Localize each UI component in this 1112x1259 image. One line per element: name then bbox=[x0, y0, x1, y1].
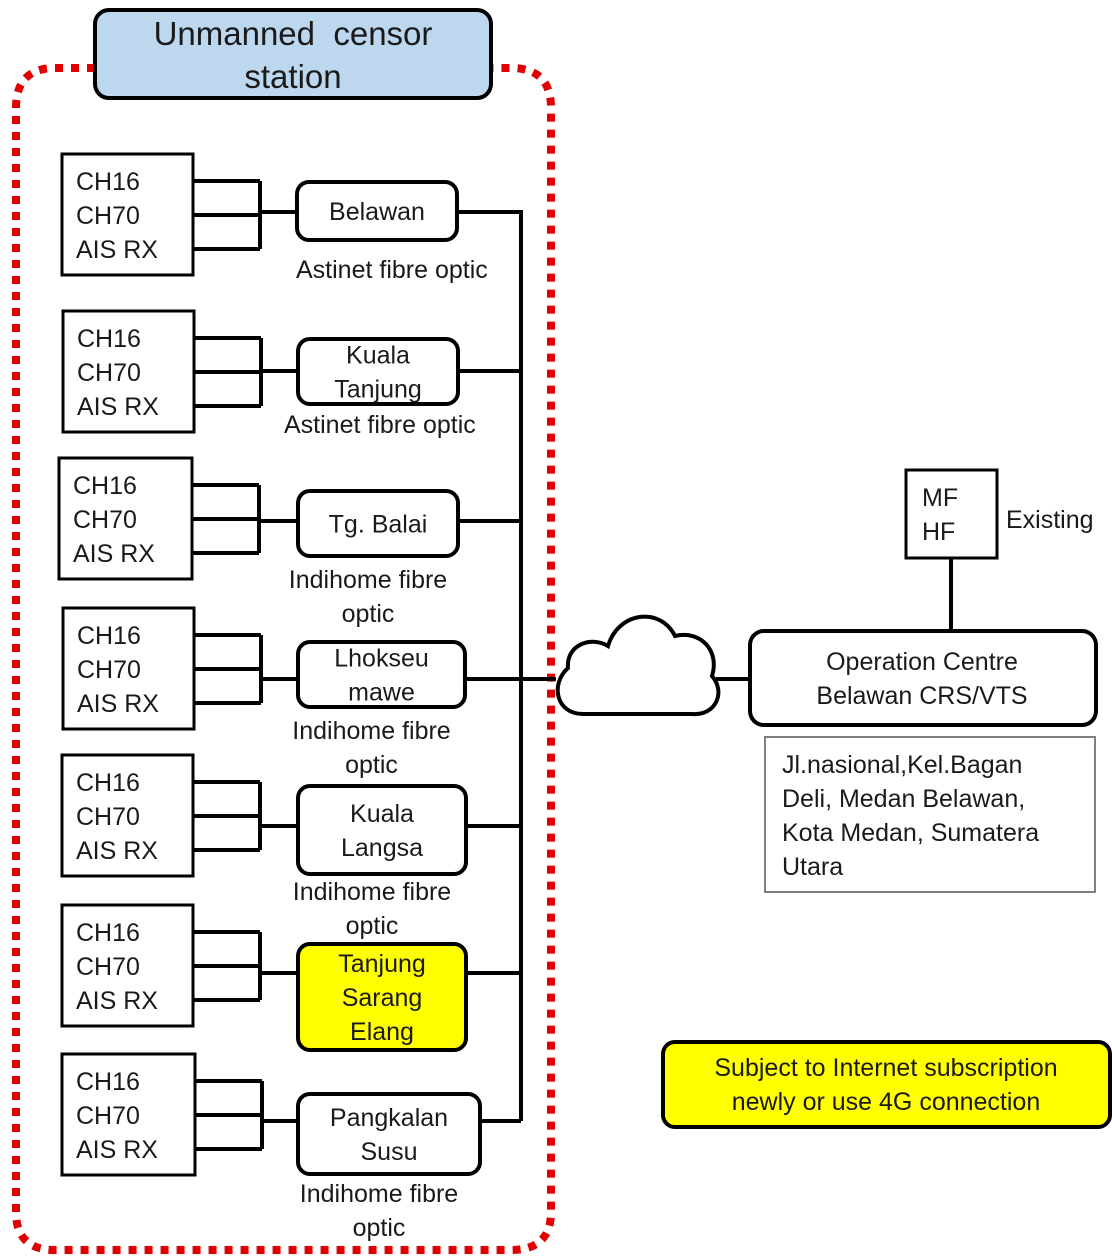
subscription-note: Subject to Internet subscription newly o… bbox=[661, 1040, 1112, 1129]
operation-centre: Operation Centre Belawan CRS/VTS bbox=[748, 629, 1098, 727]
address-line-2: Deli, Medan Belawan, bbox=[782, 785, 1025, 813]
header-box bbox=[93, 8, 493, 100]
station-name: Tanjung bbox=[334, 376, 422, 404]
station-name: mawe bbox=[348, 679, 415, 707]
channel-label: AIS RX bbox=[76, 1136, 158, 1164]
unmanned-station-header: Unmanned censor station bbox=[93, 8, 493, 100]
channel-label: CH16 bbox=[76, 919, 140, 947]
station-name: Lhokseu bbox=[334, 645, 429, 673]
mf-label: MF bbox=[922, 484, 958, 512]
station-name: Elang bbox=[350, 1018, 414, 1046]
channel-label: CH16 bbox=[76, 769, 140, 797]
channel-label: AIS RX bbox=[77, 690, 159, 718]
station-box bbox=[296, 942, 468, 1052]
channel-label: CH70 bbox=[76, 1102, 140, 1130]
channel-label: CH70 bbox=[76, 953, 140, 981]
internet-cloud-icon bbox=[555, 614, 721, 717]
station-name: Langsa bbox=[341, 834, 423, 862]
address-line-1: Jl.nasional,Kel.Bagan bbox=[782, 751, 1022, 779]
station-name: Kuala bbox=[346, 342, 410, 370]
address-line-4: Utara bbox=[782, 853, 843, 881]
channel-label: CH16 bbox=[76, 168, 140, 196]
note-box bbox=[661, 1040, 1112, 1129]
channel-label: AIS RX bbox=[73, 540, 155, 568]
link-type-label: Astinet fibre optic bbox=[284, 411, 476, 439]
channel-box bbox=[61, 606, 196, 731]
header-line-1: Unmanned censor bbox=[154, 15, 433, 52]
channel-label: CH70 bbox=[76, 202, 140, 230]
channel-label: CH16 bbox=[77, 622, 141, 650]
channel-label: CH70 bbox=[73, 506, 137, 534]
channel-label: CH70 bbox=[77, 656, 141, 684]
channel-box bbox=[60, 903, 195, 1028]
station-box bbox=[296, 1092, 482, 1176]
channel-label: AIS RX bbox=[76, 837, 158, 865]
station-name: Kuala bbox=[350, 800, 414, 828]
channel-box bbox=[60, 753, 195, 878]
link-type-label: optic bbox=[342, 600, 395, 628]
operation-centre-box bbox=[748, 629, 1098, 727]
address-box-group: Jl.nasional,Kel.Bagan Deli, Medan Belawa… bbox=[764, 736, 1096, 893]
link-type-label: Indihome fibre bbox=[293, 878, 451, 906]
channel-label: CH70 bbox=[77, 359, 141, 387]
mf-hf-radio: MF HF Existing bbox=[904, 468, 1094, 560]
station-name: Belawan bbox=[329, 198, 425, 226]
operation-centre-line-2: Belawan CRS/VTS bbox=[816, 682, 1027, 710]
channel-label: CH70 bbox=[76, 803, 140, 831]
link-type-label: Astinet fibre optic bbox=[296, 256, 488, 284]
channel-label: AIS RX bbox=[76, 987, 158, 1015]
operation-centre-line-1: Operation Centre bbox=[826, 648, 1018, 676]
link-type-label: Indihome fibre bbox=[292, 717, 450, 745]
link-type-label: optic bbox=[345, 751, 398, 779]
station-name: Tanjung bbox=[338, 950, 426, 978]
channel-box bbox=[60, 152, 195, 277]
link-type-label: Indihome fibre bbox=[300, 1180, 458, 1208]
channel-label: CH16 bbox=[76, 1068, 140, 1096]
channel-label: AIS RX bbox=[77, 393, 159, 421]
channel-label: CH16 bbox=[73, 472, 137, 500]
address-box bbox=[764, 736, 1096, 893]
station-group-boundary bbox=[12, 64, 555, 1254]
mf-hf-box bbox=[904, 468, 999, 560]
address-line-3: Kota Medan, Sumatera bbox=[782, 819, 1039, 847]
station-box bbox=[296, 784, 468, 876]
channel-label: AIS RX bbox=[76, 236, 158, 264]
existing-label: Existing bbox=[1006, 506, 1094, 534]
channel-box bbox=[60, 1052, 197, 1177]
link-type-label: optic bbox=[353, 1214, 406, 1242]
header-line-2: station bbox=[244, 58, 341, 95]
station-name: Susu bbox=[361, 1138, 418, 1166]
hf-label: HF bbox=[922, 518, 955, 546]
station-name: Tg. Balai bbox=[329, 511, 428, 539]
note-line-2: newly or use 4G connection bbox=[732, 1088, 1041, 1116]
station-box bbox=[296, 640, 467, 709]
link-type-label: optic bbox=[346, 912, 399, 940]
station-box bbox=[296, 489, 460, 558]
channel-label: CH16 bbox=[77, 325, 141, 353]
link-type-label: Indihome fibre bbox=[289, 566, 447, 594]
station-name: Sarang bbox=[342, 984, 423, 1012]
station-name: Pangkalan bbox=[330, 1104, 448, 1132]
note-line-1: Subject to Internet subscription bbox=[714, 1054, 1057, 1082]
